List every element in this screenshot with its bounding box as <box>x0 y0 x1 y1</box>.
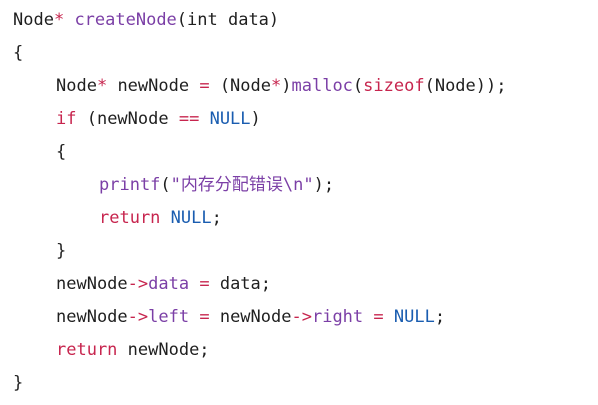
code-token: } <box>13 373 24 393</box>
code-token: right <box>311 307 364 327</box>
code-token: return <box>99 208 161 228</box>
code-token: ); <box>313 175 335 195</box>
code-line: newNode->left = newNode->right = NULL; <box>13 301 598 334</box>
code-token: 内存分配错误 <box>180 175 283 195</box>
code-token: data; <box>209 274 272 294</box>
code-token: NULL <box>393 307 435 327</box>
code-line: printf("内存分配错误\n"); <box>13 169 598 202</box>
code-line: } <box>13 235 598 268</box>
code-token <box>363 307 373 327</box>
code-line: Node* createNode(int data) <box>13 4 598 37</box>
code-token: (newNode <box>76 109 179 129</box>
code-token: if <box>56 109 77 129</box>
code-token: ) <box>250 109 261 129</box>
code-token: -> <box>127 274 149 294</box>
code-line: { <box>13 136 598 169</box>
code-token: -> <box>127 307 149 327</box>
code-token: = <box>373 307 384 327</box>
code-line: } <box>13 367 598 400</box>
code-line: if (newNode == NULL) <box>13 103 598 136</box>
code-token: } <box>56 241 67 261</box>
code-token: * <box>271 76 282 96</box>
code-token: newNode <box>107 76 200 96</box>
code-token: (Node)); <box>424 76 507 96</box>
code-token: newNode; <box>117 340 210 360</box>
code-token: data <box>148 274 190 294</box>
code-line: Node* newNode = (Node*)malloc(sizeof(Nod… <box>13 70 598 103</box>
code-token: NULL <box>170 208 212 228</box>
code-token: NULL <box>209 109 251 129</box>
code-token: -> <box>291 307 312 327</box>
code-token: * <box>96 76 108 96</box>
code-line: return newNode; <box>13 334 598 367</box>
code-line: newNode->data = data; <box>13 268 598 301</box>
code-token: ; <box>211 208 222 228</box>
code-token: " <box>170 175 181 195</box>
code-token: = <box>199 76 210 96</box>
code-token: sizeof <box>363 76 425 96</box>
code-token: newNode <box>56 274 128 294</box>
code-token: ; <box>434 307 446 327</box>
code-token: Node <box>13 10 54 30</box>
code-token: (Node <box>209 76 271 96</box>
code-line: { <box>13 37 598 70</box>
code-token: left <box>148 307 190 327</box>
code-token: ) <box>281 76 292 96</box>
code-token: == <box>178 109 200 129</box>
code-token: (int data) <box>176 10 280 30</box>
code-token: { <box>56 142 67 162</box>
code-token: createNode <box>74 10 177 30</box>
code-token: * <box>53 10 75 30</box>
code-token <box>199 109 209 129</box>
code-token <box>189 307 199 327</box>
code-line: return NULL; <box>13 202 598 235</box>
code-token: = <box>199 274 210 294</box>
code-token: printf <box>99 175 161 195</box>
code-token: return <box>56 340 118 360</box>
code-token: Node <box>56 76 97 96</box>
code-token: newNode <box>209 307 292 327</box>
code-token <box>384 307 394 327</box>
code-token: { <box>13 43 24 63</box>
code-token <box>189 274 199 294</box>
code-token: ( <box>160 175 171 195</box>
code-token: malloc <box>291 76 353 96</box>
code-token: \n" <box>282 175 314 195</box>
code-token <box>160 208 170 228</box>
code-token: newNode <box>56 307 128 327</box>
code-token: ( <box>352 76 364 96</box>
code-token: = <box>199 307 210 327</box>
